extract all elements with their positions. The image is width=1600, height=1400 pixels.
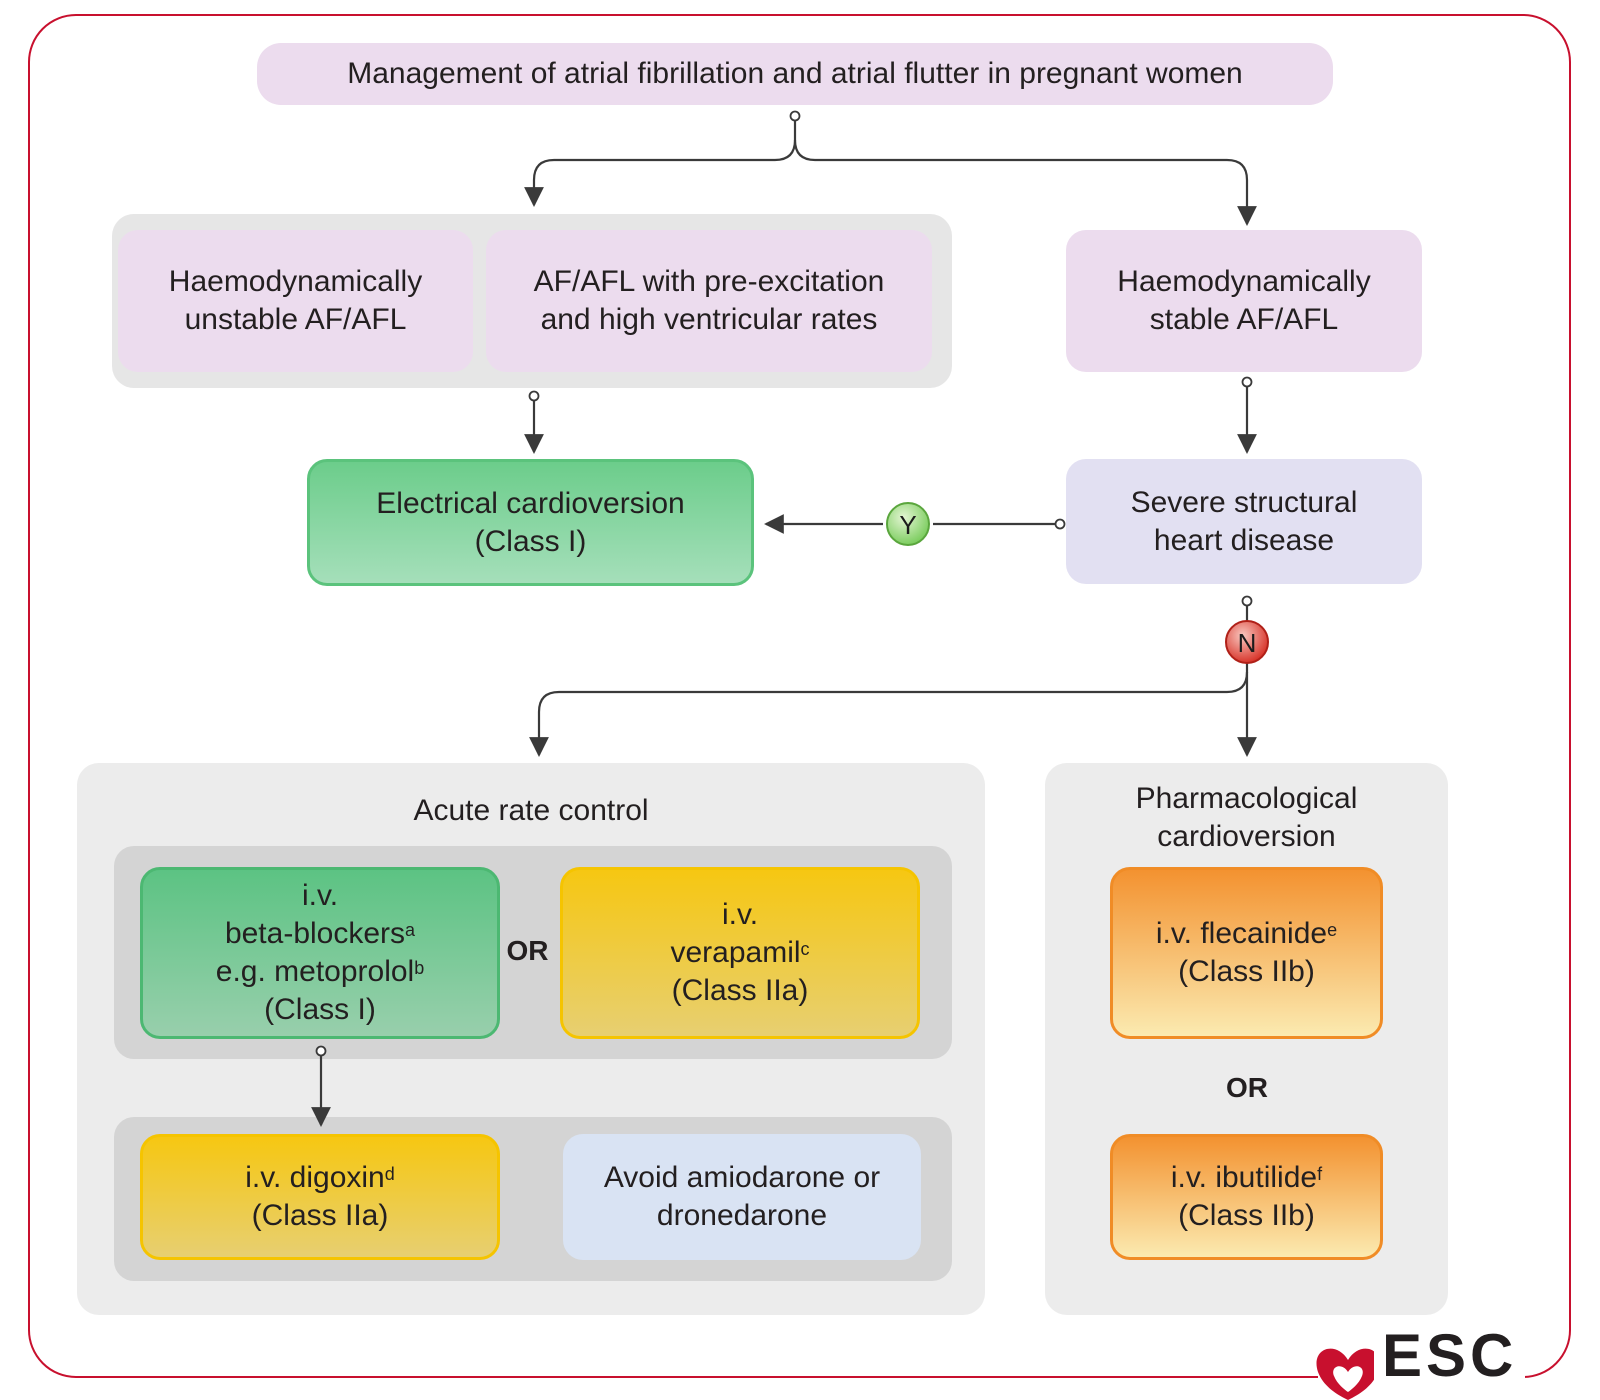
connector-dot-structural-side [1054,518,1066,530]
esc-logo-text: ESC [1374,1321,1526,1391]
beta-blockers-line3: e.g. metoprololb [216,953,424,991]
or-label-pharmacological: OR [1226,1072,1268,1103]
node-unstable-line1: Haemodynamically [168,265,423,298]
pharmacological-line1: Pharmacological [1135,782,1358,815]
or-label-rate-control: OR [506,935,549,966]
node-beta-blockers: i.v. beta-blockersa e.g. metoprololb (Cl… [140,867,500,1039]
connector-dot-beta [315,1045,327,1057]
node-flecainide: i.v. flecainidee (Class IIb) [1110,867,1383,1039]
footnote-b: b [414,958,425,978]
avoid-line2: dronedarone [656,1199,828,1232]
page-title: Management of atrial fibrillation and at… [347,57,1243,90]
connector-title-left [524,118,797,207]
node-unstable-line2: unstable AF/AFL [184,303,407,336]
avoid-line1: Avoid amiodarone or [603,1161,881,1194]
beta-blockers-line1: i.v. [301,879,339,912]
node-digoxin: i.v. digoxind (Class IIa) [140,1134,500,1260]
connector-dot-title [789,110,801,122]
footnote-f: f [1317,1164,1323,1184]
pharmacological-line2: cardioversion [1157,820,1336,853]
footnote-c: c [800,939,810,959]
connector-dot-structural-bottom [1241,595,1253,607]
connector-title-right [793,139,1257,226]
node-preexcitation-line1: AF/AFL with pre-excitation [533,265,885,298]
verapamil-line3: (Class IIa) [671,974,809,1007]
esc-heart-icon [1316,1340,1380,1400]
pharmacological-heading: Pharmacological cardioversion [1045,780,1448,856]
acute-rate-control-heading: Acute rate control [413,794,649,827]
node-stable: Haemodynamically stable AF/AFL [1066,230,1422,372]
beta-blockers-line4: (Class I) [264,993,376,1026]
decision-yes-label: Y [899,510,916,540]
footnote-d: d [384,1164,395,1184]
node-preexcitation: AF/AFL with pre-excitation and high vent… [486,230,932,372]
node-electrical-line2: (Class I) [474,524,587,558]
node-structural-line1: Severe structural [1130,485,1358,519]
flecainide-text: i.v. flecainide [1155,917,1328,950]
node-electrical-line1: Electrical cardioversion [376,486,685,520]
footnote-a: a [405,920,416,940]
node-preexcitation-line2: and high ventricular rates [540,303,878,336]
node-avoid-amiodarone: Avoid amiodarone or dronedarone [563,1134,921,1260]
flecainide-line2: (Class IIb) [1178,955,1315,988]
node-stable-line1: Haemodynamically [1117,265,1371,298]
node-structural-line2: heart disease [1153,523,1335,557]
node-verapamil: i.v. verapamilc (Class IIa) [560,867,920,1039]
node-electrical-cardioversion: Electrical cardioversion (Class I) [307,459,754,586]
digoxin-text: i.v. digoxin [245,1161,385,1194]
connector-no-to-rate-control [529,671,1249,757]
decision-no-label: N [1238,628,1257,658]
ibutilide-line1: i.v. ibutilidef [1171,1159,1322,1197]
flecainide-line1: i.v. flecainidee [1156,915,1337,953]
verapamil-line2: verapamilc [670,934,809,972]
verapamil-text: verapamil [670,936,801,969]
node-ibutilide: i.v. ibutilidef (Class IIb) [1110,1134,1383,1260]
beta-blockers-line2: beta-blockersa [216,915,424,953]
ibutilide-line2: (Class IIb) [1178,1199,1315,1232]
node-stable-line2: stable AF/AFL [1149,303,1339,336]
connector-dot-unstable [528,390,540,402]
node-structural-heart-disease: Severe structural heart disease [1066,459,1422,584]
diagram-frame [28,14,1571,1378]
decision-no-badge: N [1225,620,1269,664]
connector-dot-stable [1241,376,1253,388]
title-box: Management of atrial fibrillation and at… [257,43,1333,105]
ibutilide-text: i.v. ibutilide [1170,1161,1318,1194]
digoxin-line1: i.v. digoxind [245,1159,395,1197]
beta-blockers-text: beta-blockers [224,917,406,950]
digoxin-line2: (Class IIa) [251,1199,389,1232]
verapamil-line1: i.v. [721,898,759,931]
decision-yes-badge: Y [886,502,930,546]
node-unstable: Haemodynamically unstable AF/AFL [118,230,473,372]
metoprolol-text: e.g. metoprolol [215,955,415,988]
footnote-e: e [1327,920,1338,940]
